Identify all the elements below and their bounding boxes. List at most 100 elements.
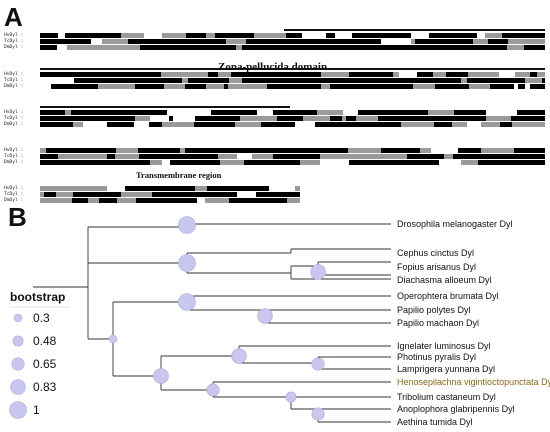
alignment-segment xyxy=(245,186,269,192)
alignment-segment xyxy=(530,110,545,116)
alignment-segment xyxy=(531,33,545,39)
bootstrap-node xyxy=(257,308,273,324)
alignment-segment xyxy=(229,198,255,204)
legend-swatch xyxy=(13,313,23,323)
alignment-segment xyxy=(420,148,431,154)
alignment-segment xyxy=(208,72,218,78)
sequence-name: DmDyl : xyxy=(4,160,24,165)
alignment-segment xyxy=(499,72,515,78)
taxon-label: Diachasma alloeum Dyl xyxy=(397,275,492,285)
alignment-segment xyxy=(72,198,88,204)
alignment-segment xyxy=(514,84,518,90)
alignment-segment xyxy=(182,192,206,198)
sequence-name: HvDyl : xyxy=(4,148,24,153)
alignment-segment xyxy=(317,110,343,116)
alignment-segment xyxy=(394,33,400,39)
alignment-segment xyxy=(71,110,79,116)
alignment-segment xyxy=(273,84,289,90)
alignment-segment xyxy=(256,192,263,198)
alignment-segment xyxy=(200,39,226,45)
alignment-segment xyxy=(282,192,300,198)
alignment-segment xyxy=(389,45,419,51)
alignment-segment xyxy=(247,33,254,39)
alignment-segment xyxy=(467,78,482,84)
alignment-segment xyxy=(287,198,300,204)
alignment-segment xyxy=(218,72,231,78)
alignment-segment xyxy=(230,45,236,51)
alignment-segment xyxy=(330,154,363,160)
alignment-segment xyxy=(153,110,167,116)
alignment-segment xyxy=(273,110,300,116)
alignment-segment xyxy=(211,110,233,116)
sequence-name: HvDyl : xyxy=(4,186,24,191)
alignment-segment xyxy=(411,33,429,39)
alignment-segment xyxy=(194,122,207,128)
alignment-segment xyxy=(117,198,136,204)
alignment-segment xyxy=(412,110,428,116)
alignment-segment xyxy=(365,78,385,84)
alignment-segment xyxy=(300,160,320,166)
alignment-segment xyxy=(277,116,303,122)
alignment-segment xyxy=(537,116,545,122)
alignment-segment xyxy=(185,148,208,154)
alignment-segment xyxy=(268,72,277,78)
alignment-segment xyxy=(502,33,507,39)
alignment-segment xyxy=(208,148,217,154)
alignment-segment xyxy=(40,45,52,51)
alignment-segment xyxy=(363,72,393,78)
alignment-segment xyxy=(229,78,242,84)
alignment-segment xyxy=(481,148,487,154)
alignment-segment xyxy=(388,84,409,90)
alignment-segment xyxy=(395,116,399,122)
alignment-segment xyxy=(173,116,195,122)
alignment-segment xyxy=(116,148,138,154)
alignment-segment xyxy=(458,148,481,154)
alignment-segment xyxy=(118,84,135,90)
bootstrap-node xyxy=(206,383,220,397)
alignment-segment xyxy=(482,39,488,45)
alignment-segment xyxy=(530,72,537,78)
alignment-segment xyxy=(487,148,514,154)
alignment-segment xyxy=(226,39,246,45)
alignment-segment xyxy=(188,78,196,84)
alignment-segment xyxy=(218,154,230,160)
alignment-segment xyxy=(496,160,514,166)
legend-label: 0.83 xyxy=(33,380,57,394)
alignment-segment xyxy=(454,110,486,116)
alignment-segment xyxy=(275,122,295,128)
alignment-segment xyxy=(297,154,320,160)
alignment-segment xyxy=(389,116,395,122)
alignment-segment xyxy=(128,39,140,45)
alignment-segment xyxy=(67,45,94,51)
alignment-segment xyxy=(40,148,46,154)
alignment-segment xyxy=(413,84,435,90)
alignment-segment xyxy=(490,84,514,90)
legend-label: 1 xyxy=(33,403,40,417)
alignment-segment xyxy=(88,33,109,39)
alignment-segment xyxy=(134,122,149,128)
alignment-segment xyxy=(273,78,300,84)
alignment-segment xyxy=(428,154,444,160)
alignment-segment xyxy=(206,33,215,39)
alignment-segment xyxy=(464,45,484,51)
bootstrap-node xyxy=(311,357,325,371)
alignment-segment xyxy=(387,110,391,116)
alignment-segment xyxy=(484,45,507,51)
alignment-segment xyxy=(508,39,537,45)
alignment-segment xyxy=(411,160,439,166)
alignment-segment xyxy=(236,45,242,51)
alignment-segment xyxy=(40,84,51,90)
alignment-segment xyxy=(385,78,392,84)
alignment-segment xyxy=(40,39,57,45)
alignment-segment xyxy=(58,33,65,39)
alignment-segment xyxy=(302,33,326,39)
alignment-segment xyxy=(115,116,129,122)
alignment-segment xyxy=(437,45,464,51)
taxon-label: Henosepilachna vigintioctopunctata Dyl xyxy=(397,377,550,387)
alignment-segment xyxy=(87,160,96,166)
alignment-segment xyxy=(115,154,139,160)
alignment-segment xyxy=(175,186,195,192)
alignment-segment xyxy=(169,116,173,122)
alignment-segment xyxy=(252,154,273,160)
alignment-segment xyxy=(453,154,472,160)
